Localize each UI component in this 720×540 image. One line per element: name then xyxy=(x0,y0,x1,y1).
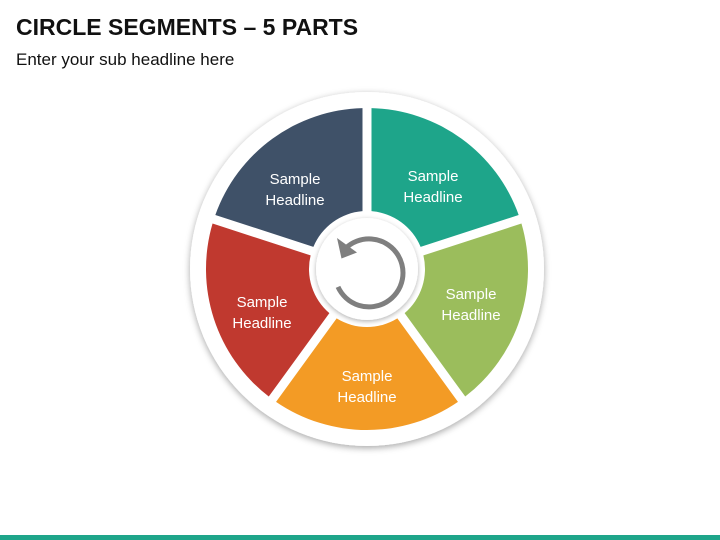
segment-1 xyxy=(371,108,519,247)
footer-accent-bar xyxy=(0,535,720,540)
slide-subtitle: Enter your sub headline here xyxy=(16,50,235,69)
segment-4-label-line2: Headline xyxy=(232,315,291,332)
segment-5-label-line1: Sample xyxy=(270,171,321,188)
segment-4-label-line1: Sample xyxy=(237,294,288,311)
segment-2 xyxy=(404,223,528,397)
refresh-cycle-icon xyxy=(335,236,406,310)
segment-3-label-line2: Headline xyxy=(337,389,396,406)
segment-5 xyxy=(215,108,363,247)
segment-2-label-line1: Sample xyxy=(446,286,497,303)
segment-3 xyxy=(276,318,458,430)
segment-1-label-line2: Headline xyxy=(403,189,462,206)
segment-5-label-line2: Headline xyxy=(265,192,324,209)
segment-3-label-line1: Sample xyxy=(342,368,393,385)
segment-1-label-line1: Sample xyxy=(408,168,459,185)
segment-4 xyxy=(206,223,330,397)
slide-title: CIRCLE SEGMENTS – 5 PARTS xyxy=(16,14,359,40)
segment-2-label-line2: Headline xyxy=(441,307,500,324)
